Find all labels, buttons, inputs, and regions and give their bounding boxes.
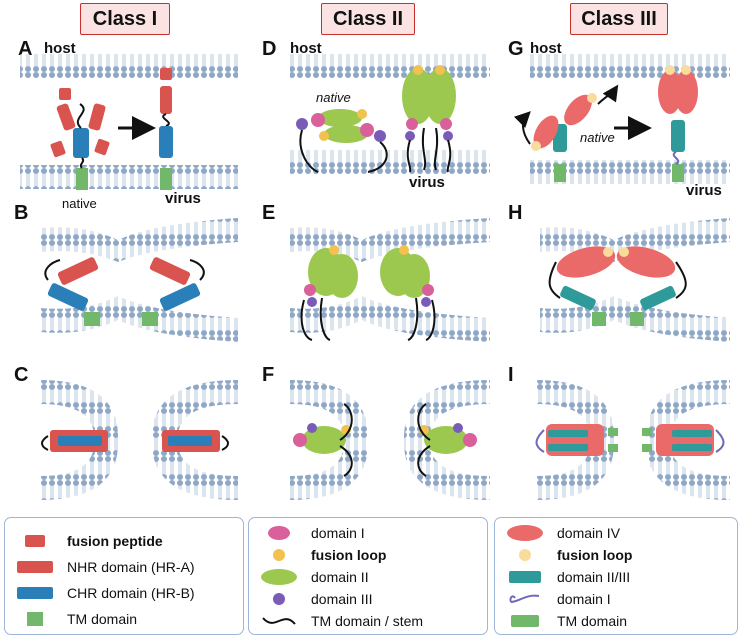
legend-label: fusion loop <box>557 547 633 563</box>
host-membrane-e <box>290 218 490 262</box>
host-membrane-a <box>20 54 238 78</box>
legend-label: CHR domain (HR-B) <box>67 585 195 601</box>
legend-label: domain III <box>311 591 373 607</box>
native-label-d: native <box>316 90 351 105</box>
class-iii-title: Class III <box>570 3 668 35</box>
native-label-a: native <box>62 196 97 211</box>
legend-label: TM domain <box>67 611 138 627</box>
tm-stem-icon <box>262 617 296 625</box>
membrane-c-right <box>151 380 238 500</box>
tm-domain-icon <box>511 615 539 627</box>
panel-letter-g: G <box>508 38 524 60</box>
membrane-f-right <box>403 380 490 500</box>
domain-i-icon <box>268 526 290 540</box>
viral-membrane-a <box>20 165 238 189</box>
legend-class-i: fusion peptide NHR domain (HR-A) CHR dom… <box>4 517 244 635</box>
legend-class-iii: domain IV fusion loop domain II/III doma… <box>494 517 738 635</box>
legend-label: domain II <box>311 569 369 585</box>
panel-g-graphic <box>513 54 730 184</box>
host-membrane-g <box>530 54 730 78</box>
panel-e-graphic <box>290 218 490 342</box>
panel-a-graphic <box>20 54 238 190</box>
fusion-peptide-icon <box>25 535 45 547</box>
panel-letter-e: E <box>262 202 276 224</box>
domain-iii-icon <box>273 593 285 605</box>
panel-letter-h: H <box>508 202 523 224</box>
legend-label: fusion loop <box>311 547 387 563</box>
host-label-a: host <box>44 40 76 57</box>
panel-letter-b: B <box>14 202 29 224</box>
panel-f-graphic <box>290 380 490 500</box>
domain-ii-icon <box>261 569 297 585</box>
native-label-g: native <box>580 130 615 145</box>
host-membrane-d <box>290 54 490 78</box>
panel-letter-f: F <box>262 364 275 386</box>
panel-c-graphic <box>40 380 238 500</box>
panel-letter-d: D <box>262 38 277 60</box>
class-i-title: Class I <box>80 3 170 35</box>
panel-d-graphic <box>290 54 490 174</box>
panel-i-graphic <box>535 380 730 500</box>
virus-label-g: virus <box>686 182 722 199</box>
fusion-loop-icon <box>519 549 531 561</box>
chr-domain-icon <box>17 587 53 599</box>
nhr-domain-icon <box>17 561 53 573</box>
legend-label: domain II/III <box>557 569 631 585</box>
virus-label-a: virus <box>165 190 201 207</box>
membrane-f-left <box>290 380 369 500</box>
legend-label: fusion peptide <box>67 533 163 549</box>
host-label-g: host <box>530 40 562 57</box>
legend-class-ii: domain I fusion loop domain II domain II… <box>248 517 488 635</box>
membrane-c-left <box>40 380 119 500</box>
panel-b-graphic <box>40 218 238 342</box>
fusion-loop-icon <box>273 549 285 561</box>
membrane-i-left <box>536 380 615 500</box>
legend-label: NHR domain (HR-A) <box>67 559 195 575</box>
virus-label-d: virus <box>409 174 445 191</box>
membrane-i-right <box>645 380 730 500</box>
panel-h-graphic <box>540 218 730 342</box>
viral-membrane-e <box>290 296 490 342</box>
host-label-d: host <box>290 40 322 57</box>
domain-ii-iii-icon <box>509 571 541 583</box>
host-membrane-b <box>40 218 238 262</box>
legend-label: domain I <box>557 591 611 607</box>
domain-i-icon <box>509 594 540 603</box>
panel-letter-i: I <box>508 364 514 386</box>
legend-label: TM domain / stem <box>311 613 424 629</box>
class-ii-title: Class II <box>321 3 415 35</box>
legend-label: TM domain <box>557 613 628 629</box>
viral-membrane-b <box>40 296 238 342</box>
legend-label: domain IV <box>557 525 621 541</box>
viral-membrane-d <box>290 150 490 174</box>
domain-iv-icon <box>507 525 543 541</box>
panel-letter-c: C <box>14 364 29 386</box>
legend-label: domain I <box>311 525 365 541</box>
tm-domain-icon <box>27 612 43 626</box>
